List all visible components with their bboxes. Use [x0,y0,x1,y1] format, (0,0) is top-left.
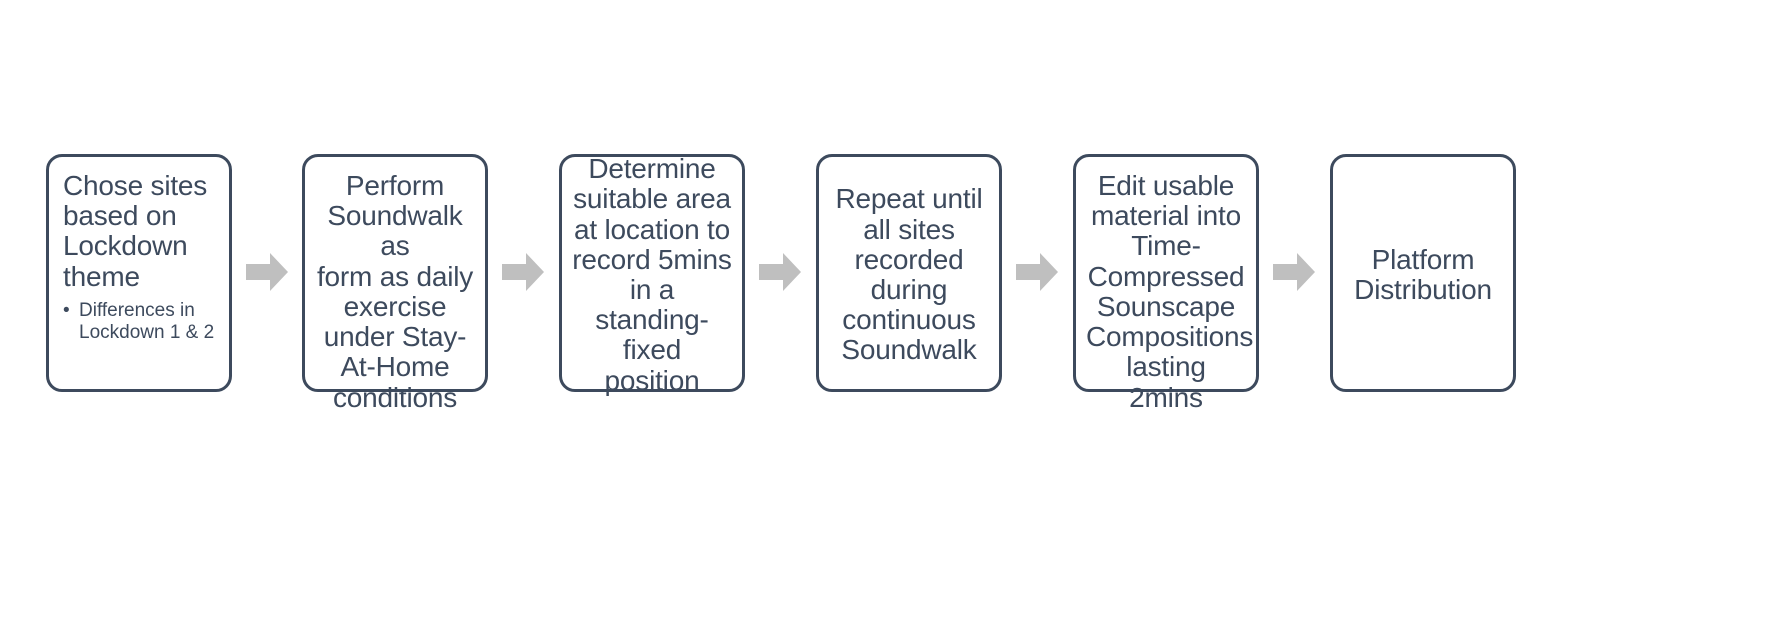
flow-node-2-title: Perform Soundwalk as form as daily exerc… [316,170,474,413]
flow-node-3-body: Determine suitable area at location to r… [562,140,742,406]
flow-arrow-1 [244,249,290,295]
right-block-arrow-icon [1016,253,1058,291]
flow-node-1[interactable]: Chose sites based on Lockdown theme Diff… [46,154,232,392]
flow-node-2-body: Perform Soundwalk as form as daily exerc… [305,157,485,423]
flow-node-5-body: Edit usable material into Time- Compress… [1076,157,1256,423]
flow-node-1-title: Chose sites based on Lockdown theme [63,170,208,292]
flow-node-3-title: Determine suitable area at location to r… [572,153,732,396]
flow-arrow-4 [1014,249,1060,295]
right-block-arrow-icon [502,253,544,291]
flow-node-3[interactable]: Determine suitable area at location to r… [559,153,745,395]
flow-node-1-body: Chose sites based on Lockdown theme Diff… [49,157,229,355]
flow-node-6-body: Platform Distribution [1333,231,1513,315]
flow-node-5-title: Edit usable material into Time- Compress… [1086,170,1254,413]
flow-node-4[interactable]: Repeat until all sites recorded during c… [816,154,1002,392]
right-block-arrow-icon [1273,253,1315,291]
flow-node-6[interactable]: Platform Distribution [1330,154,1516,392]
flow-arrow-5 [1271,249,1317,295]
flow-arrow-2 [500,249,546,295]
flow-node-4-body: Repeat until all sites recorded during c… [819,170,999,375]
flow-node-4-title: Repeat until all sites recorded during c… [835,183,983,366]
flow-node-5[interactable]: Edit usable material into Time- Compress… [1073,154,1259,412]
right-block-arrow-icon [246,253,288,291]
flow-node-2[interactable]: Perform Soundwalk as form as daily exerc… [302,154,488,412]
flow-node-1-bullet-0: Differences in Lockdown 1 & 2 [63,300,219,345]
flow-node-6-title: Platform Distribution [1354,243,1492,305]
flow-arrow-3 [757,249,803,295]
right-block-arrow-icon [759,253,801,291]
flow-node-1-bullets: Differences in Lockdown 1 & 2 [63,300,219,345]
